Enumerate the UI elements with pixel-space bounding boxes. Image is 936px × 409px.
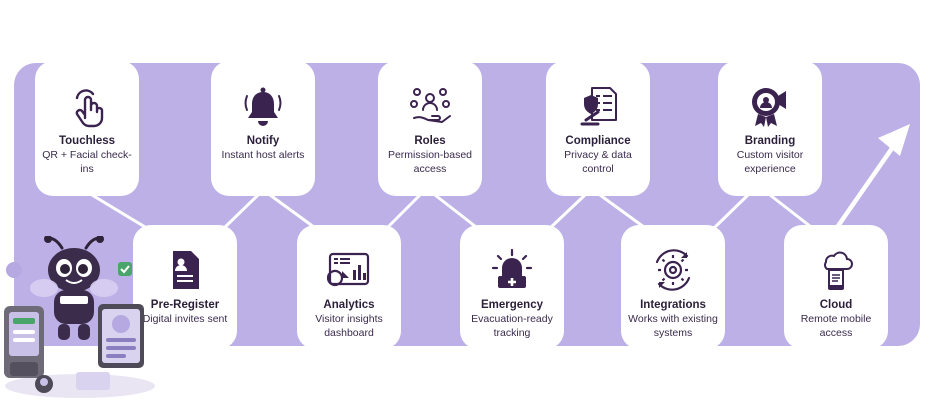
feature-title: Emergency <box>480 299 543 311</box>
feature-card-pre-register: Pre-Register Digital invites sent <box>133 225 237 349</box>
bell-icon <box>244 87 282 126</box>
feature-card-integrations: Integrations Works with existing systems <box>621 225 725 349</box>
feature-title: Cloud <box>819 299 853 311</box>
feature-card-roles: Roles Permission-based access <box>378 61 482 196</box>
mascot-illustration <box>4 236 155 398</box>
feature-desc: Privacy & data control <box>564 149 632 175</box>
feature-title: Analytics <box>323 299 375 311</box>
touch-hand-icon <box>75 89 104 128</box>
feature-desc: Instant host alerts <box>221 149 305 161</box>
feature-title: Pre-Register <box>150 299 220 311</box>
gear-sync-icon <box>655 249 691 291</box>
feature-desc: Works with existing systems <box>628 313 718 339</box>
feature-card-compliance: Compliance Privacy & data control <box>546 61 650 196</box>
feature-desc: Evacuation-ready tracking <box>471 313 553 339</box>
feature-desc: Digital invites sent <box>142 313 228 325</box>
feature-title: Notify <box>246 135 280 147</box>
compliance-checklist-icon <box>580 87 617 126</box>
feature-card-branding: Branding Custom visitor experience <box>718 61 822 196</box>
megaphone-badge-icon <box>752 88 786 127</box>
feature-card-analytics: Analytics Visitor insights dashboard <box>297 225 401 349</box>
document-icon <box>173 251 199 289</box>
feature-card-notify: Notify Instant host alerts <box>211 61 315 196</box>
siren-icon <box>491 248 533 288</box>
feature-title: Compliance <box>565 135 631 147</box>
feature-title: Branding <box>744 135 796 147</box>
feature-title: Integrations <box>640 299 706 311</box>
feature-card-emergency: Emergency Evacuation-ready tracking <box>460 225 564 349</box>
feature-desc: Permission-based access <box>387 149 473 175</box>
dashboard-icon <box>327 252 370 287</box>
growth-arrow-icon <box>835 124 910 229</box>
feature-title: Touchless <box>58 135 116 147</box>
feature-title: Roles <box>414 135 446 147</box>
feature-card-cloud: Cloud Remote mobile access <box>784 225 888 349</box>
feature-card-touchless: Touchless QR + Facial check-ins <box>35 61 139 196</box>
people-hand-icon <box>410 88 451 123</box>
feature-desc: Remote mobile access <box>800 313 872 339</box>
feature-desc: Custom visitor experience <box>736 149 804 175</box>
feature-desc: QR + Facial check-ins <box>42 149 132 175</box>
feature-desc: Visitor insights dashboard <box>315 313 383 339</box>
cloud-phone-icon <box>824 251 853 290</box>
